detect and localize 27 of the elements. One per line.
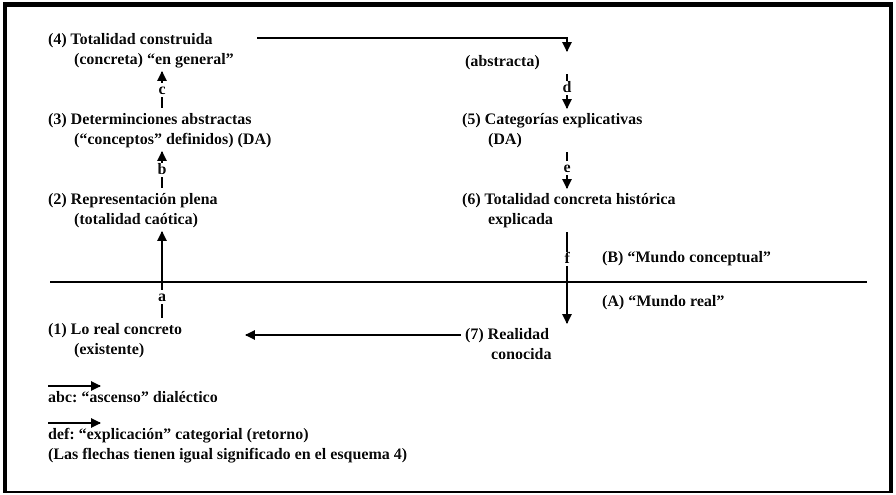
concept-text: (4) Totalidad construida (concreta) “en general” [48,30,253,70]
arrow [562,74,572,109]
concept-text: (7) Realidad conocida [465,325,585,365]
region-label: (B) “Mundo conceptual” [602,249,771,267]
edge-label: f [564,252,571,266]
arrow [562,232,572,324]
region-label: (A) “Mundo real” [602,293,724,311]
arrow [157,151,167,188]
arrow [257,37,572,52]
edge-label: c [158,83,167,97]
note-text: (Las flechas tienen igual significado en el esquema 4) [48,446,408,464]
arrow [157,231,167,318]
concept-text: (5) Categorías explicativas (DA) [462,110,657,150]
legend-text: def: “explicación” categorial (retorno) [48,426,309,444]
legend-text: abc: “ascenso” dialéctico [48,389,218,407]
arrow [245,330,461,340]
concept-text: (6) Totalidad concreta histórica explicada [462,190,742,230]
concept-text: (3) Determinciones abstractas (“conceptos” definidos) (DA) [48,110,328,150]
edge-label: b [156,163,168,177]
concept-text: (2) Representación plena (totalidad caótica) [48,190,278,230]
edge-label: d [562,80,572,95]
concept-text: (abstracta) [465,52,540,72]
edge-label: e [562,161,572,176]
edge-label: a [157,290,167,304]
concept-text: (1) Lo real concreto (existente) [48,320,238,360]
arrow [562,152,572,189]
arrow [157,71,167,108]
